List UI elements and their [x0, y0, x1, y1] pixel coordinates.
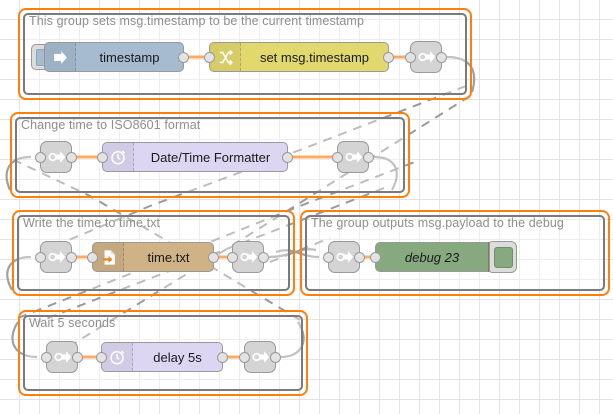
output-port[interactable] — [72, 352, 83, 363]
output-port[interactable] — [66, 252, 77, 263]
link-out-node-1[interactable] — [405, 41, 447, 73]
link-in-node-1[interactable] — [35, 141, 77, 173]
node-label: Date/Time Formatter — [150, 149, 271, 165]
group-label: Wait 5 seconds — [29, 316, 116, 330]
output-port[interactable] — [66, 152, 77, 163]
node-label: debug 23 — [404, 249, 460, 265]
node-label: set msg.timestamp — [259, 49, 370, 65]
debug-toggle-square-icon — [493, 246, 513, 268]
output-port[interactable] — [363, 152, 374, 163]
link-out-node-4[interactable] — [239, 341, 281, 373]
input-port[interactable] — [96, 352, 107, 363]
debug-enable-toggle[interactable] — [489, 241, 517, 273]
output-port[interactable] — [270, 352, 281, 363]
link-in-icon — [54, 351, 72, 363]
output-port[interactable] — [217, 352, 228, 363]
link-in-node-3[interactable] — [323, 241, 365, 273]
output-port[interactable] — [354, 252, 365, 263]
group-label: Write the time to time.txt — [23, 216, 161, 230]
input-port[interactable] — [97, 152, 108, 163]
group-label: Change time to ISO8601 format — [21, 118, 201, 132]
input-port[interactable] — [370, 252, 381, 263]
node-debug-23[interactable]: debug 23 — [370, 241, 517, 273]
link-in-node-4[interactable] — [41, 341, 83, 373]
link-out-icon — [345, 151, 363, 163]
output-port[interactable] — [178, 52, 189, 63]
link-in-node-2[interactable] — [35, 241, 77, 273]
group-label: This group sets msg.timestamp to be the … — [29, 14, 364, 28]
input-port[interactable] — [35, 152, 46, 163]
node-label: time.txt — [147, 249, 190, 265]
swap-icon — [210, 43, 241, 71]
input-port[interactable] — [239, 352, 250, 363]
input-port[interactable] — [35, 252, 46, 263]
link-out-icon — [240, 251, 258, 263]
debug-divider — [488, 242, 489, 272]
node-delay-5s[interactable]: delay 5s — [96, 342, 228, 372]
arrow-right-icon — [45, 43, 76, 71]
output-port[interactable] — [258, 252, 269, 263]
input-port[interactable] — [227, 252, 238, 263]
node-change-set-timestamp[interactable]: set msg.timestamp — [204, 42, 394, 72]
node-label: timestamp — [99, 49, 160, 65]
output-port[interactable] — [208, 252, 219, 263]
clock-icon — [103, 143, 134, 171]
output-port[interactable] — [436, 52, 447, 63]
input-port[interactable] — [332, 152, 343, 163]
link-out-node-2[interactable] — [332, 141, 374, 173]
node-datetime-formatter[interactable]: Date/Time Formatter — [97, 142, 293, 172]
node-label: delay 5s — [153, 349, 202, 365]
link-out-icon — [418, 51, 436, 63]
link-out-node-3[interactable] — [227, 241, 269, 273]
output-port[interactable] — [282, 152, 293, 163]
input-port[interactable] — [87, 252, 98, 263]
link-in-icon — [48, 151, 66, 163]
input-port[interactable] — [323, 252, 334, 263]
node-inject-timestamp[interactable]: timestamp — [44, 42, 189, 72]
group-label: The group outputs msg.payload to the deb… — [311, 216, 564, 230]
link-out-icon — [252, 351, 270, 363]
clock-icon — [102, 343, 133, 371]
input-port[interactable] — [204, 52, 215, 63]
link-in-icon — [48, 251, 66, 263]
input-port[interactable] — [405, 52, 416, 63]
output-port[interactable] — [383, 52, 394, 63]
node-file-write[interactable]: time.txt — [87, 242, 219, 272]
file-out-icon — [93, 243, 124, 271]
input-port[interactable] — [41, 352, 52, 363]
link-in-icon — [336, 251, 354, 263]
